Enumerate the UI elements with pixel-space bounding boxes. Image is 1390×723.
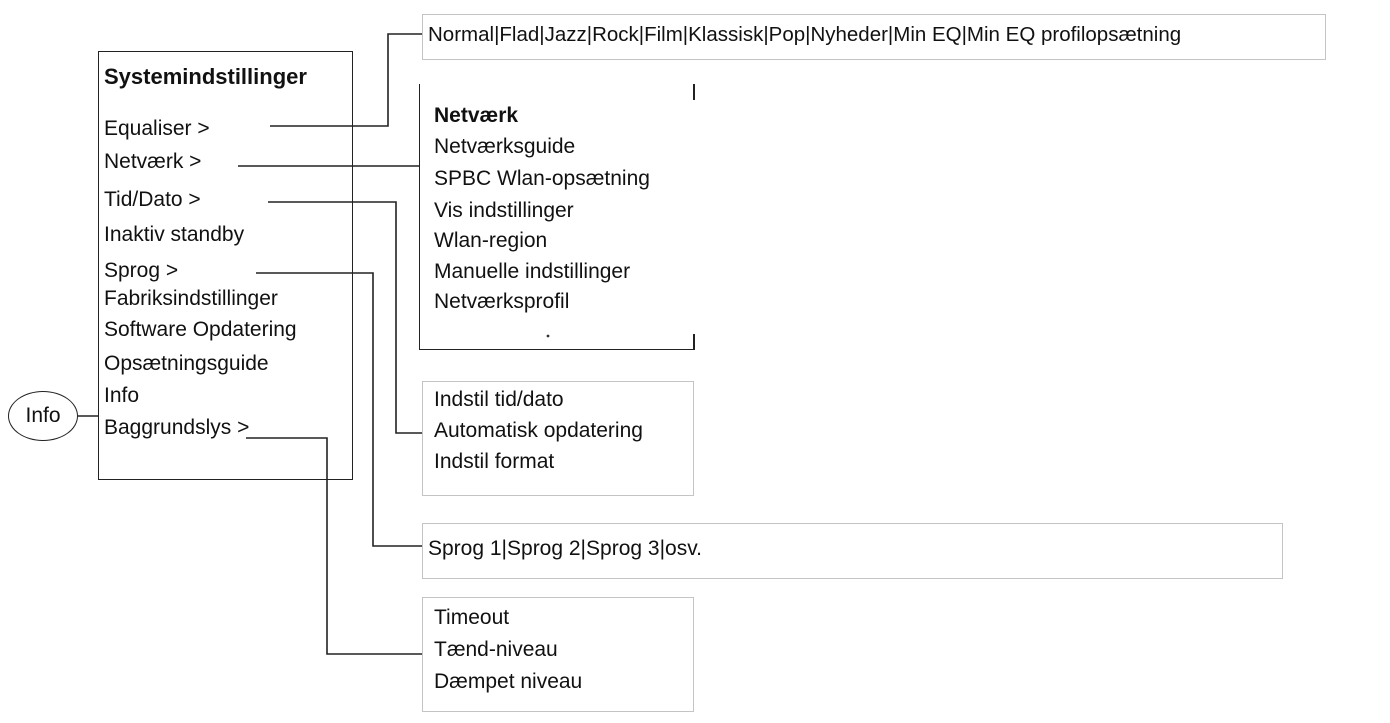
info-button-label: Info (25, 404, 61, 427)
menu-item-tid-dato[interactable]: Tid/Dato > (104, 188, 201, 211)
language-menu-box (422, 523, 1283, 579)
network-item-netvaerksprofil[interactable]: Netværksprofil (434, 290, 570, 313)
network-item-vis-indstillinger[interactable]: Vis indstillinger (434, 199, 574, 222)
time-connector (268, 201, 422, 434)
menu-item-info[interactable]: Info (104, 384, 140, 407)
network-menu-title: Netværk (434, 104, 519, 127)
menu-item-fabriksindstillinger[interactable]: Fabriksindstillinger (104, 287, 278, 310)
main-menu-title: Systemindstillinger (104, 64, 307, 89)
equaliser-menu-box (422, 14, 1326, 60)
backlight-item-timeout[interactable]: Timeout (434, 606, 510, 629)
network-menu-box (419, 84, 695, 350)
backlight-menu-box (422, 597, 694, 712)
menu-item-equaliser[interactable]: Equaliser > (104, 117, 210, 140)
time-item-indstil-tid-dato[interactable]: Indstil tid/dato (434, 388, 564, 411)
info-button[interactable]: Info (8, 391, 78, 441)
language-options[interactable]: Sprog 1|Sprog 2|Sprog 3|osv. (428, 537, 702, 560)
network-item-spbc-wlan[interactable]: SPBC Wlan-opsætning (434, 167, 650, 190)
menu-item-baggrundslys[interactable]: Baggrundslys > (104, 416, 250, 439)
language-connector (256, 272, 422, 547)
network-item-manuelle-indstillinger[interactable]: Manuelle indstillinger (434, 260, 631, 283)
network-menu-right-bottom (693, 334, 695, 350)
menu-item-opsaetningsguide[interactable]: Opsætningsguide (104, 352, 269, 375)
network-item-netvaerksguide[interactable]: Netværksguide (434, 135, 576, 158)
equaliser-options[interactable]: Normal|Flad|Jazz|Rock|Film|Klassisk|Pop|… (428, 23, 1182, 46)
network-dot (546, 334, 550, 338)
backlight-connector (246, 437, 422, 655)
backlight-item-taend-niveau[interactable]: Tænd-niveau (434, 638, 558, 661)
menu-item-inaktiv-standby[interactable]: Inaktiv standby (104, 223, 245, 246)
equaliser-connector (270, 33, 422, 127)
time-menu-box (422, 381, 694, 496)
main-menu-box (98, 51, 353, 480)
backlight-item-daempet-niveau[interactable]: Dæmpet niveau (434, 670, 583, 693)
menu-item-software-opdatering[interactable]: Software Opdatering (104, 318, 297, 341)
menu-item-sprog[interactable]: Sprog > (104, 259, 179, 282)
network-item-wlan-region[interactable]: Wlan-region (434, 229, 548, 252)
menu-item-netvaerk[interactable]: Netværk > (104, 150, 202, 173)
time-item-indstil-format[interactable]: Indstil format (434, 450, 555, 473)
time-item-automatisk-opdatering[interactable]: Automatisk opdatering (434, 419, 643, 442)
network-menu-right-top (693, 84, 695, 100)
